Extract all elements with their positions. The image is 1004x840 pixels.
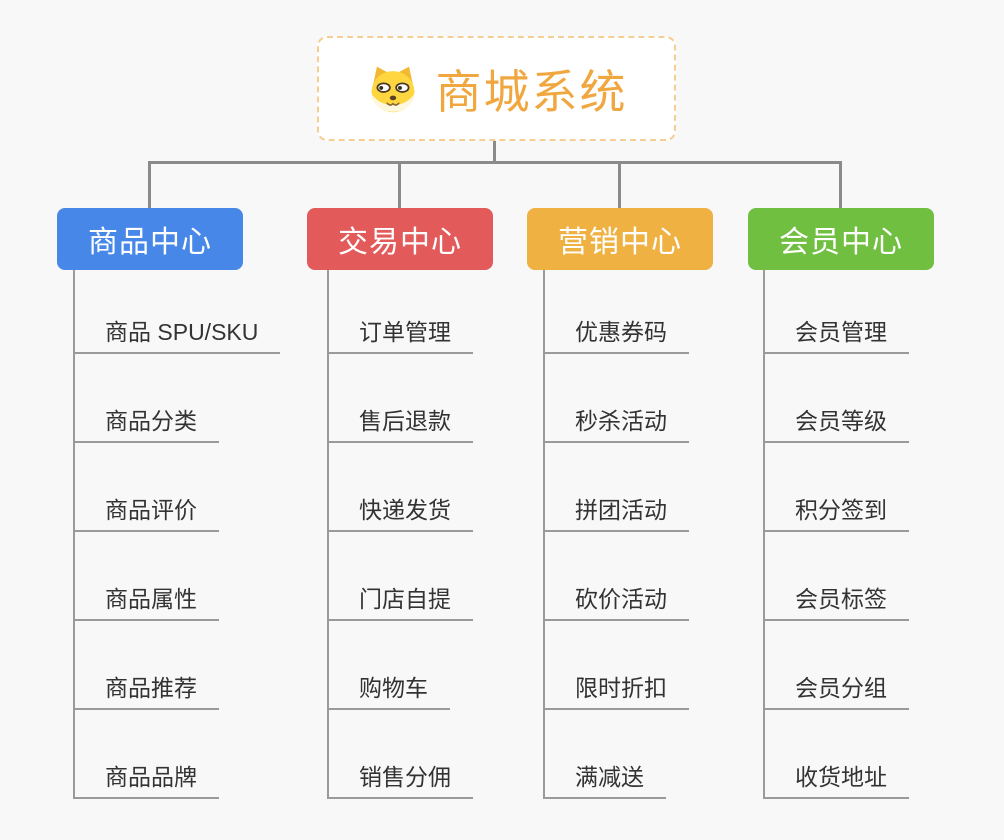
leaf-item[interactable]: 会员等级 bbox=[763, 410, 909, 443]
root-node[interactable]: 商城系统 bbox=[317, 36, 676, 141]
leaf-item[interactable]: 会员分组 bbox=[763, 677, 909, 710]
connector-drop-1 bbox=[148, 161, 151, 208]
dog-face-icon bbox=[366, 64, 420, 114]
leaf-item[interactable]: 秒杀活动 bbox=[543, 410, 689, 443]
leaf-item[interactable]: 砍价活动 bbox=[543, 588, 689, 621]
leaf-item[interactable]: 会员标签 bbox=[763, 588, 909, 621]
leaf-item[interactable]: 商品品牌 bbox=[73, 766, 219, 799]
connector-drop-3 bbox=[618, 161, 621, 208]
leaf-item[interactable]: 商品属性 bbox=[73, 588, 219, 621]
branch-label: 交易中心 bbox=[338, 226, 462, 259]
leaf-item[interactable]: 订单管理 bbox=[327, 321, 473, 354]
leaf-item[interactable]: 商品推荐 bbox=[73, 677, 219, 710]
leaf-item[interactable]: 商品分类 bbox=[73, 410, 219, 443]
leaf-item[interactable]: 优惠券码 bbox=[543, 321, 689, 354]
leaf-item[interactable]: 会员管理 bbox=[763, 321, 909, 354]
leaf-item[interactable]: 收货地址 bbox=[763, 766, 909, 799]
leaf-item[interactable]: 积分签到 bbox=[763, 499, 909, 532]
leaf-item[interactable]: 拼团活动 bbox=[543, 499, 689, 532]
leaf-item[interactable]: 购物车 bbox=[327, 677, 450, 710]
branch-label: 营销中心 bbox=[558, 226, 682, 259]
leaf-item[interactable]: 销售分佣 bbox=[327, 766, 473, 799]
connector-bus bbox=[148, 161, 842, 164]
trunk-trade bbox=[327, 270, 329, 799]
connector-root-stub bbox=[493, 141, 496, 163]
trunk-member bbox=[763, 270, 765, 799]
branch-node-product[interactable]: 商品中心 bbox=[57, 208, 243, 270]
leaf-item[interactable]: 快递发货 bbox=[327, 499, 473, 532]
branch-node-member[interactable]: 会员中心 bbox=[748, 208, 934, 270]
branch-node-trade[interactable]: 交易中心 bbox=[307, 208, 493, 270]
branch-node-marketing[interactable]: 营销中心 bbox=[527, 208, 713, 270]
branch-label: 会员中心 bbox=[779, 226, 903, 259]
trunk-product bbox=[73, 270, 75, 799]
connector-drop-4 bbox=[839, 161, 842, 208]
leaf-item[interactable]: 商品 SPU/SKU bbox=[73, 321, 281, 354]
leaf-item[interactable]: 商品评价 bbox=[73, 499, 219, 532]
root-title: 商城系统 bbox=[435, 65, 628, 118]
leaf-item[interactable]: 售后退款 bbox=[327, 410, 473, 443]
branch-label: 商品中心 bbox=[88, 226, 212, 259]
trunk-marketing bbox=[543, 270, 545, 799]
leaf-item[interactable]: 限时折扣 bbox=[543, 677, 689, 710]
leaf-item[interactable]: 门店自提 bbox=[327, 588, 473, 621]
leaf-item[interactable]: 满减送 bbox=[543, 766, 666, 799]
connector-drop-2 bbox=[398, 161, 401, 208]
